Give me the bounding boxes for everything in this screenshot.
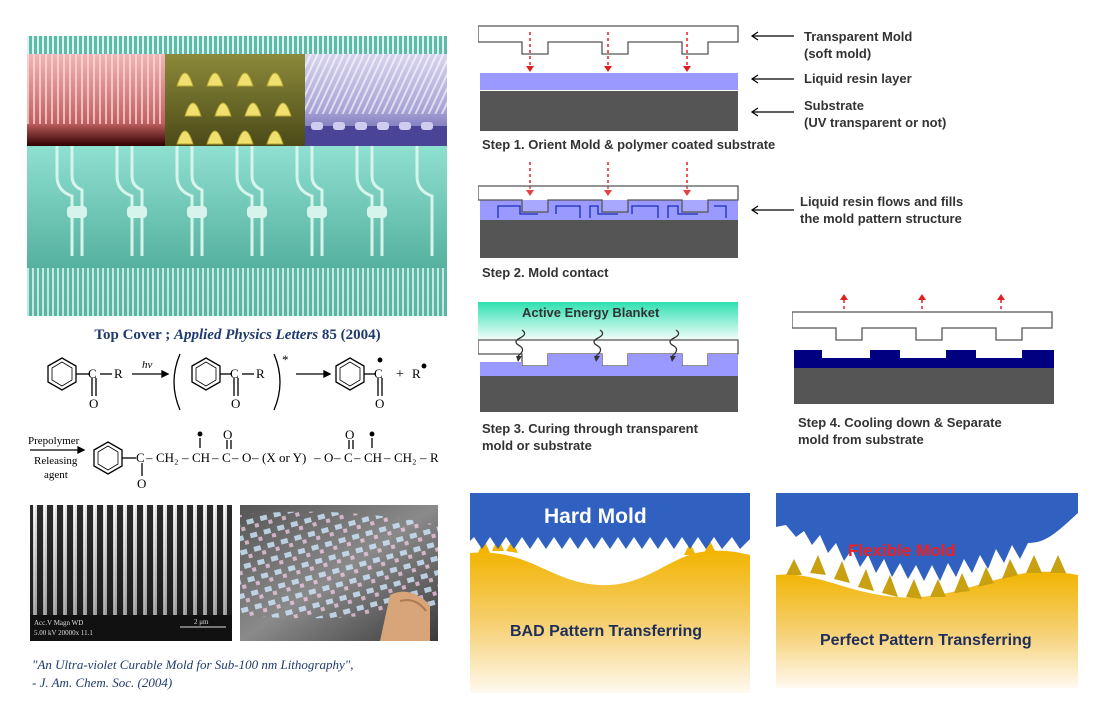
r2-reagent-1: Prepolymer <box>28 435 80 447</box>
r2-o1: O <box>137 476 146 491</box>
step1-diagram <box>477 22 740 132</box>
step3-title: Step 3. Curing through transparent mold … <box>482 420 698 454</box>
label-flow-1: Liquid resin flows and fills <box>800 194 964 209</box>
r2-ch-b: CH <box>364 450 382 465</box>
r1-sub: R <box>114 366 123 381</box>
step4-title: Step 4. Cooling down & Separate mold fro… <box>798 414 1002 448</box>
r2-o4: O <box>324 450 333 465</box>
r2-dash4: – <box>231 450 239 465</box>
r2-dash8: – <box>353 450 361 465</box>
reaction-1: C O R hv C O R * C O + R <box>30 352 450 422</box>
r2-o2: O <box>223 430 232 442</box>
r2-c3: C <box>344 450 353 465</box>
step3-diagram: Active Energy Blanket <box>477 302 740 414</box>
sem-scale: 2 μm <box>194 618 209 626</box>
step4-title-1: Step 4. Cooling down & Separate <box>798 415 1002 430</box>
hard-mold-label: Hard Mold <box>544 505 647 528</box>
step2-diagram <box>477 160 740 260</box>
r2-reagent-2: Releasing <box>34 455 78 467</box>
r1-sub2: R <box>256 366 265 381</box>
r2-dash10: – <box>419 450 427 465</box>
step3-title-2: mold or substrate <box>482 438 592 453</box>
label-transparent-mold-1: Transparent Mold <box>804 29 913 44</box>
step2-title: Step 2. Mold contact <box>482 265 609 280</box>
bottom-caption: "An Ultra-violet Curable Mold for Sub-10… <box>32 656 353 692</box>
r2-c1: C <box>136 450 145 465</box>
sem-cover-image <box>27 36 447 316</box>
r1-star: * <box>282 352 289 367</box>
cover-caption-tail: 85 (2004) <box>318 327 381 343</box>
label-flow: Liquid resin flows and fills the mold pa… <box>800 193 963 227</box>
flexible-film-photo <box>240 505 438 641</box>
flexible-mold-label: Flexible Mold <box>848 541 956 560</box>
r1-radical: R <box>412 366 421 381</box>
flexible-mold-panel: Flexible Mold Perfect Pattern Transferri… <box>776 493 1078 688</box>
bad-transfer-label: BAD Pattern Transferring <box>510 623 702 640</box>
hard-mold-panel: Hard Mold BAD Pattern Transferring <box>470 493 750 693</box>
r1-o1: O <box>89 396 98 411</box>
r2-dash2: – <box>181 450 189 465</box>
step1-title: Step 1. Orient Mold & polymer coated sub… <box>482 137 776 152</box>
reaction-2: Prepolymer Releasing agent C O – CH₂ – C… <box>28 427 448 492</box>
label-substrate-1: Substrate <box>804 98 864 113</box>
label-transparent-mold-2: (soft mold) <box>804 46 872 61</box>
r2-dash1: – <box>145 450 153 465</box>
cover-caption-plain: Top Cover ; <box>94 327 174 343</box>
sem-lines-image: Acc.V Magn WD 5.00 kV 20000x 11.1 2 μm <box>30 505 232 641</box>
step3-title-1: Step 3. Curing through transparent <box>482 421 698 436</box>
perfect-transfer-label: Perfect Pattern Transferring <box>820 632 1032 649</box>
label-substrate-2: (UV transparent or not) <box>804 115 947 130</box>
r1-c3: C <box>374 366 383 381</box>
r1-c2: C <box>230 366 239 381</box>
label-transparent-mold: Transparent Mold (soft mold) <box>804 28 912 62</box>
r1-o2: O <box>231 396 240 411</box>
r2-dash7: – <box>333 450 341 465</box>
r2-dash9: – <box>383 450 391 465</box>
label-arrows-step1 <box>748 26 798 126</box>
label-liquid-resin: Liquid resin layer <box>804 71 912 86</box>
r2-ch-a: CH <box>192 450 210 465</box>
bottom-caption-line2: - J. Am. Chem. Soc. (2004) <box>32 675 173 690</box>
bottom-caption-line1: "An Ultra-violet Curable Mold for Sub-10… <box>32 657 354 672</box>
r1-c: C <box>88 366 97 381</box>
r2-r: R <box>430 450 439 465</box>
r2-o3: O <box>242 450 251 465</box>
blanket-label: Active Energy Blanket <box>522 305 660 320</box>
r2-dash6: – <box>313 450 321 465</box>
label-substrate: Substrate (UV transparent or not) <box>804 97 946 131</box>
r1-hv: hv <box>142 359 153 371</box>
cover-caption: Top Cover ; Applied Physics Letters 85 (… <box>0 327 475 344</box>
r1-plus: + <box>396 367 404 382</box>
r2-ch2-b: CH₂ <box>394 450 417 465</box>
r2-xy: (X or Y) <box>262 450 306 465</box>
sem-label-row1: Acc.V Magn WD <box>34 619 83 627</box>
r2-o5: O <box>345 430 354 442</box>
cover-caption-journal: Applied Physics Letters <box>173 327 319 343</box>
r2-dash5: – <box>251 450 259 465</box>
label-flow-2: the mold pattern structure <box>800 211 962 226</box>
step4-diagram <box>791 292 1056 406</box>
r2-dash3: – <box>211 450 219 465</box>
label-arrow-step2 <box>748 200 798 220</box>
r2-reagent-3: agent <box>44 469 68 481</box>
step4-title-2: mold from substrate <box>798 432 924 447</box>
r1-o3: O <box>375 396 384 411</box>
r2-c2: C <box>222 450 231 465</box>
r2-ch2-a: CH₂ <box>156 450 179 465</box>
sem-label-row2: 5.00 kV 20000x 11.1 <box>34 629 93 637</box>
